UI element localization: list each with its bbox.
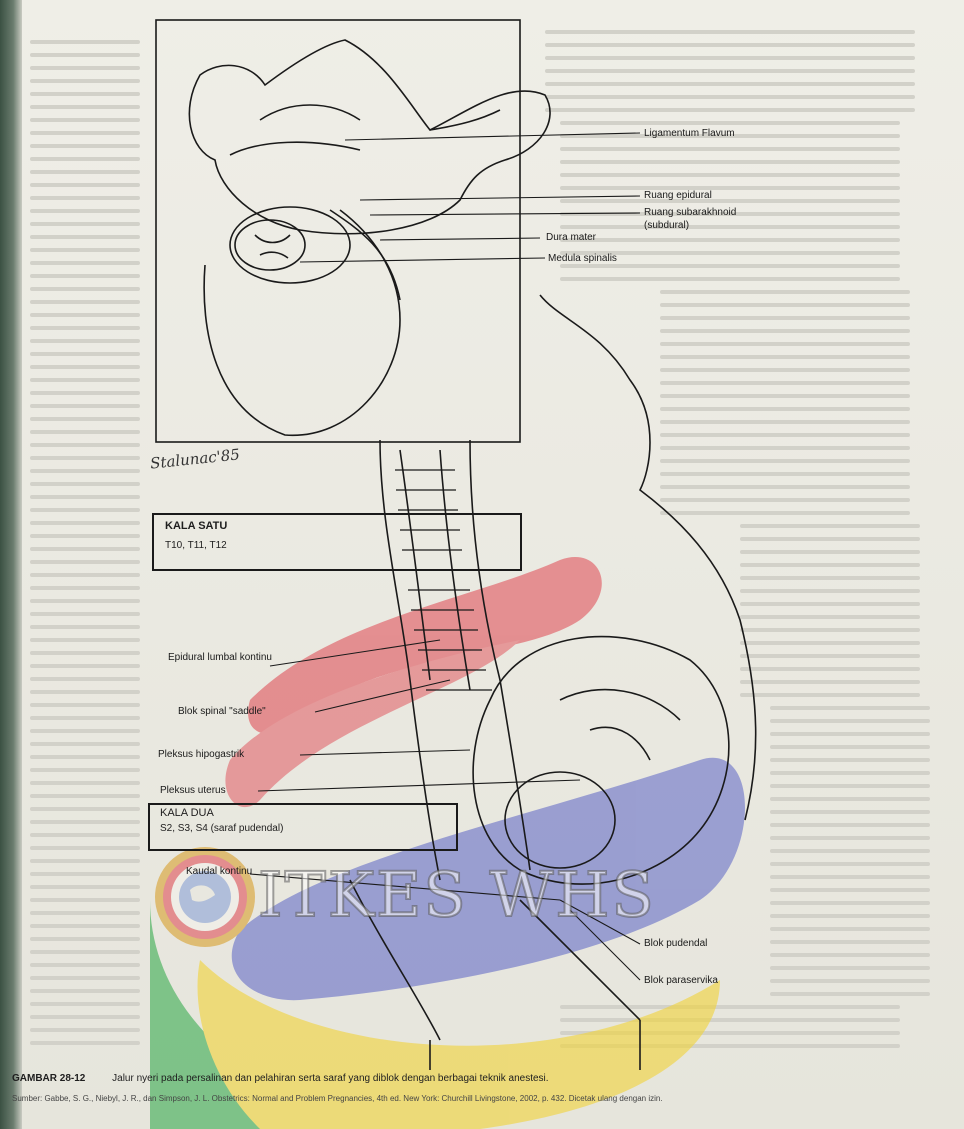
spinal-cord-section bbox=[235, 220, 305, 270]
dura-mater-section bbox=[230, 207, 350, 283]
label-subdural: (subdural) bbox=[644, 220, 689, 232]
kala-dua-nerves: S2, S3, S4 (saraf pudendal) bbox=[160, 823, 283, 834]
label-dura-mater: Dura mater bbox=[546, 232, 596, 244]
inset-frame bbox=[156, 20, 520, 442]
caption-text: Jalur nyeri pada persalinan dan pelahira… bbox=[112, 1073, 548, 1084]
kala-dua-title: KALA DUA bbox=[160, 807, 214, 819]
kala-satu-title: KALA SATU bbox=[165, 520, 227, 532]
label-ligamentum-flavum: Ligamentum Flavum bbox=[644, 128, 735, 140]
kala-satu-nerves: T10, T11, T12 bbox=[165, 540, 227, 551]
figure-caption: GAMBAR 28-12 Jalur nyeri pada persalinan… bbox=[12, 1072, 942, 1085]
label-blok-pudendal: Blok pudendal bbox=[644, 938, 707, 950]
label-ruang-subarakhnoid: Ruang subarakhnoid bbox=[644, 207, 736, 219]
figure-source: Sumber: Gabbe, S. G., Niebyl, J. R., dan… bbox=[12, 1093, 942, 1104]
label-epidural-lumbal: Epidural lumbal kontinu bbox=[168, 652, 278, 664]
label-ruang-epidural: Ruang epidural bbox=[644, 190, 712, 202]
label-pleksus-hipogastrik: Pleksus hipogastrik bbox=[158, 749, 244, 761]
dural-sac bbox=[204, 210, 400, 435]
label-kaudal-kontinu: Kaudal kontinu bbox=[186, 866, 252, 878]
label-blok-paraservika: Blok paraservika bbox=[644, 975, 718, 987]
label-medula-spinalis: Medula spinalis bbox=[548, 253, 617, 265]
label-pleksus-uterus: Pleksus uterus bbox=[160, 785, 226, 797]
label-blok-spinal: Blok spinal "saddle" bbox=[178, 706, 266, 718]
watermark-text: ITKES WHS bbox=[258, 858, 656, 931]
figure-number: GAMBAR 28-12 bbox=[12, 1073, 85, 1084]
